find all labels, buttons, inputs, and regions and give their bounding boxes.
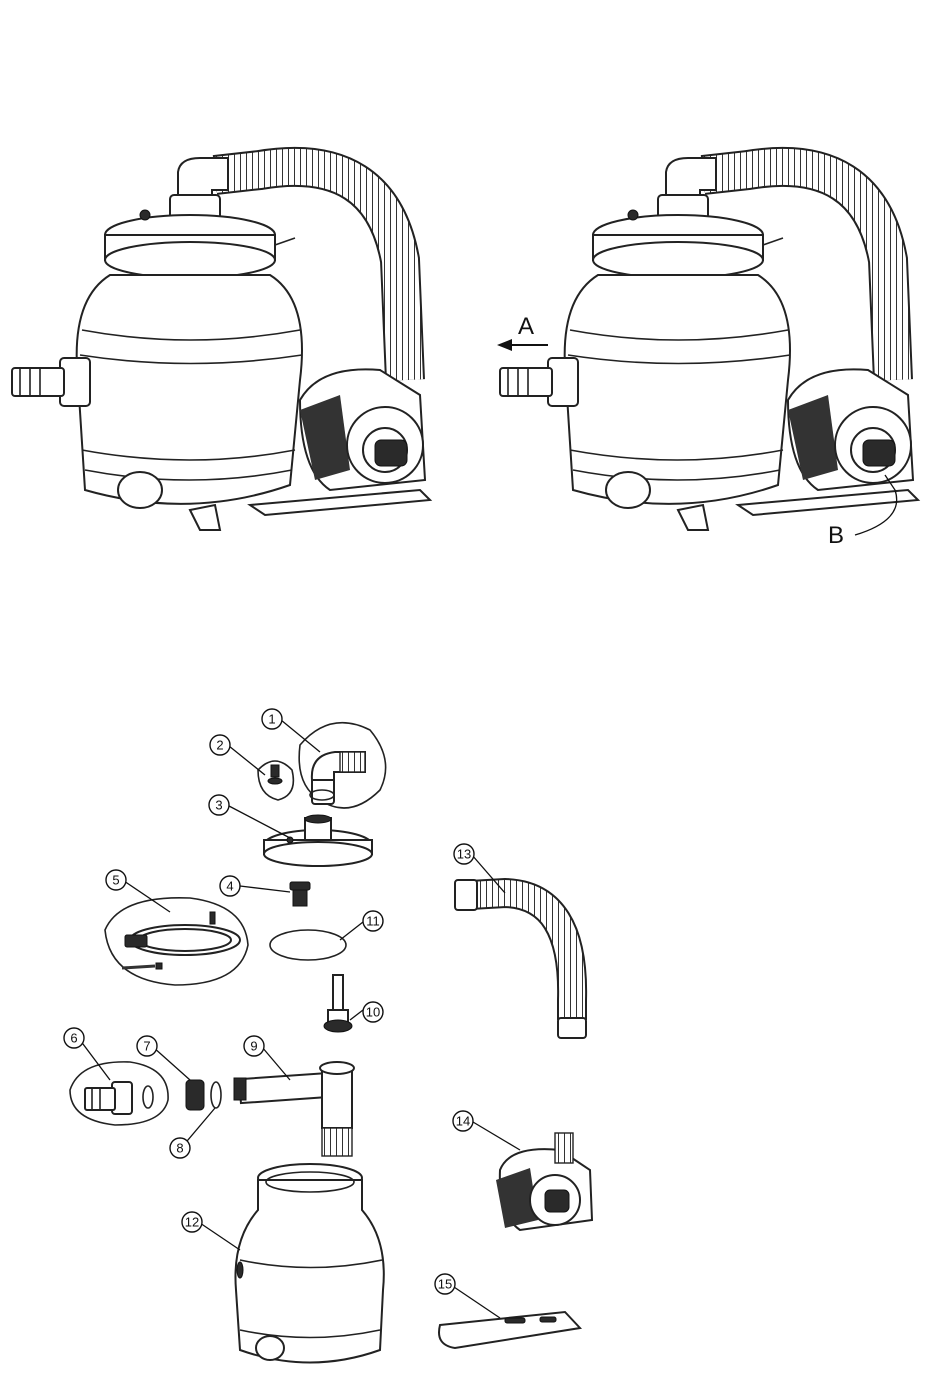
callout-14: 14	[453, 1111, 473, 1131]
part-13-hose	[455, 880, 586, 1038]
svg-text:13: 13	[457, 847, 471, 862]
callout-12: 12	[182, 1212, 202, 1232]
svg-text:10: 10	[366, 1005, 380, 1020]
part-10-standpipe	[324, 975, 352, 1032]
callout-13: 13	[454, 844, 474, 864]
part-9-tee	[234, 1062, 354, 1156]
callout-3: 3	[209, 795, 229, 815]
svg-text:7: 7	[143, 1039, 150, 1054]
callout-5: 5	[106, 870, 126, 890]
svg-text:8: 8	[176, 1141, 183, 1156]
svg-text:6: 6	[70, 1031, 77, 1046]
part-3-lid	[264, 815, 372, 866]
part-8-washer	[211, 1082, 221, 1108]
part-11-oring	[270, 930, 346, 960]
svg-text:1: 1	[268, 712, 275, 727]
part-15-baseplate	[439, 1312, 580, 1348]
callout-8: 8	[170, 1138, 190, 1158]
svg-text:14: 14	[456, 1114, 470, 1129]
callout-7: 7	[137, 1036, 157, 1056]
assembled-unit-left	[12, 158, 430, 530]
callout-1: 1	[262, 709, 282, 729]
callout-15: 15	[435, 1274, 455, 1294]
svg-text:12: 12	[185, 1215, 199, 1230]
svg-text:15: 15	[438, 1277, 452, 1292]
assembled-unit-right	[500, 158, 918, 530]
svg-text:2: 2	[216, 738, 223, 753]
svg-text:3: 3	[215, 798, 222, 813]
label-a: A	[518, 313, 534, 340]
svg-text:9: 9	[250, 1039, 257, 1054]
svg-text:11: 11	[366, 914, 380, 929]
callout-11: 11	[363, 911, 383, 931]
callout-2: 2	[210, 735, 230, 755]
label-b: B	[828, 522, 844, 549]
callout-9: 9	[244, 1036, 264, 1056]
part-14-pump	[496, 1133, 592, 1230]
part-7-nut	[186, 1080, 204, 1110]
svg-text:5: 5	[112, 873, 119, 888]
callout-6: 6	[64, 1028, 84, 1048]
part-4-strainer	[290, 882, 310, 906]
direction-arrow-a	[497, 339, 548, 351]
part-12-tank	[235, 1164, 383, 1363]
callout-4: 4	[220, 876, 240, 896]
callout-10: 10	[363, 1002, 383, 1022]
svg-text:4: 4	[226, 879, 233, 894]
